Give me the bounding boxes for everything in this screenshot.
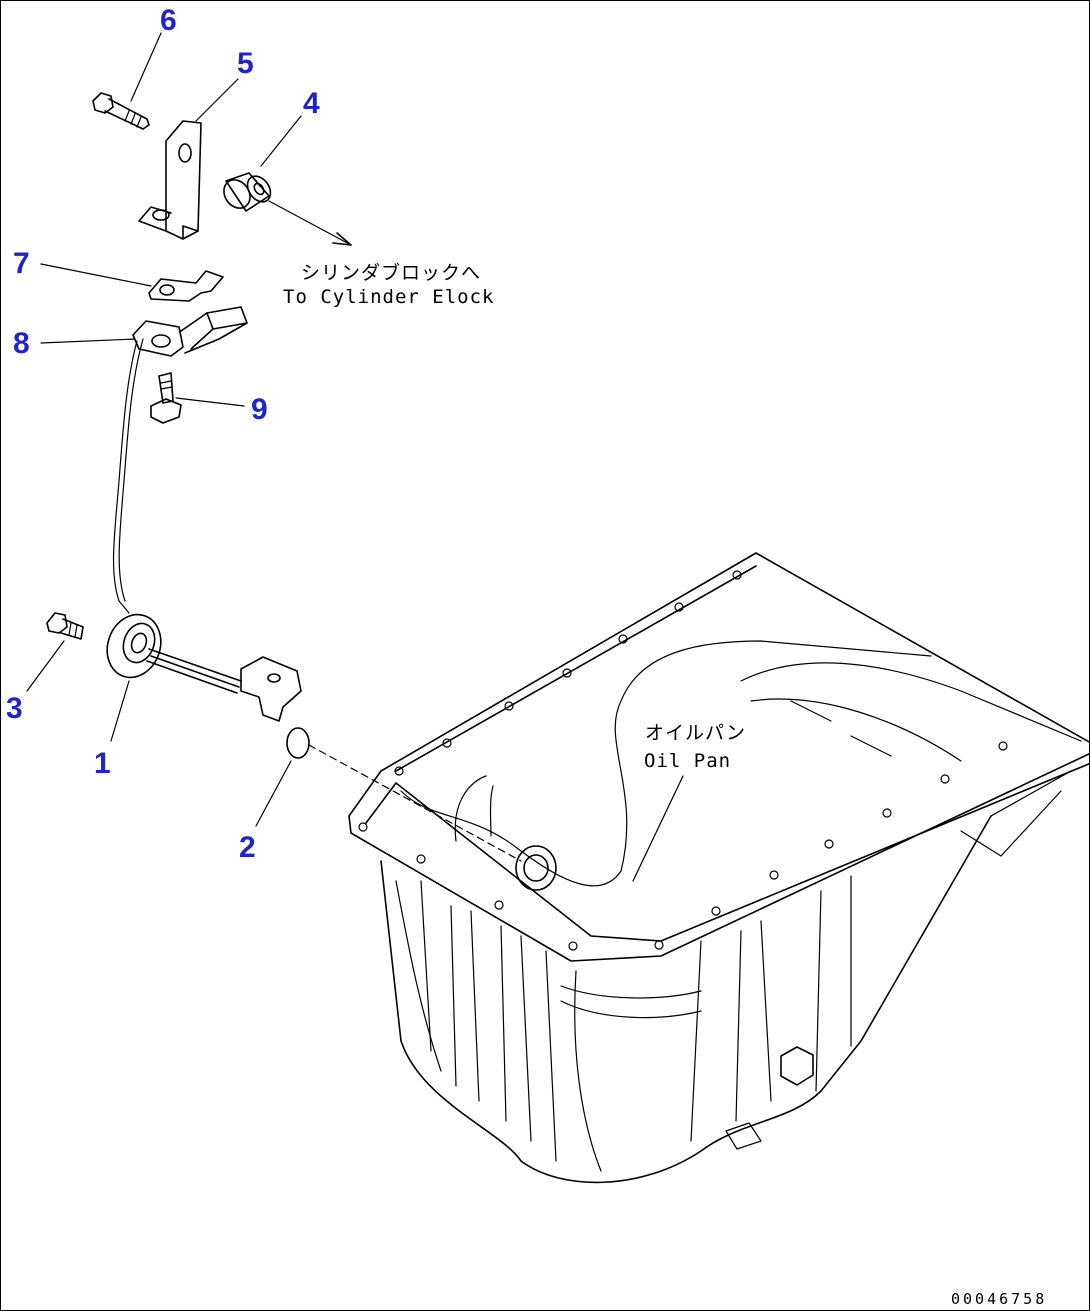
oil-pan-leader <box>632 775 684 882</box>
oil-pan-drawing <box>348 552 1089 1184</box>
callout-2: 2 <box>239 831 256 864</box>
spacer-4-drawing <box>223 172 352 246</box>
callout-4: 4 <box>303 87 320 120</box>
callout-numbers: 6 5 4 7 8 9 3 1 2 <box>6 4 320 864</box>
cylinder-block-label-en: To Cylinder Elock <box>283 286 494 308</box>
plate-7-drawing <box>148 270 224 302</box>
callout-3: 3 <box>6 692 23 725</box>
sensor-1-drawing <box>106 600 302 722</box>
flange-bolt-holes <box>358 570 1008 951</box>
assembly-dash-line <box>308 744 522 862</box>
bolt-9-drawing <box>150 372 182 424</box>
callout-5: 5 <box>237 47 254 80</box>
oil-pan-label-en: Oil Pan <box>644 750 731 772</box>
drawing-number: 00046758 <box>951 1290 1047 1308</box>
callout-8: 8 <box>13 327 30 360</box>
cylinder-block-label-jp: シリンダブロックへ <box>301 261 481 284</box>
callout-7: 7 <box>13 247 30 280</box>
callout-9: 9 <box>251 393 268 426</box>
bracket-5-drawing <box>138 120 202 240</box>
oil-pan-label-jp: オイルパン <box>645 722 746 744</box>
callout-1: 1 <box>94 747 111 780</box>
oring-2-drawing <box>286 727 310 759</box>
leader-lines <box>26 32 302 827</box>
bolt-3-drawing <box>46 612 84 640</box>
bolt-6-drawing <box>92 92 150 130</box>
callout-6: 6 <box>160 4 177 37</box>
clamp-8-drawing <box>112 306 248 602</box>
